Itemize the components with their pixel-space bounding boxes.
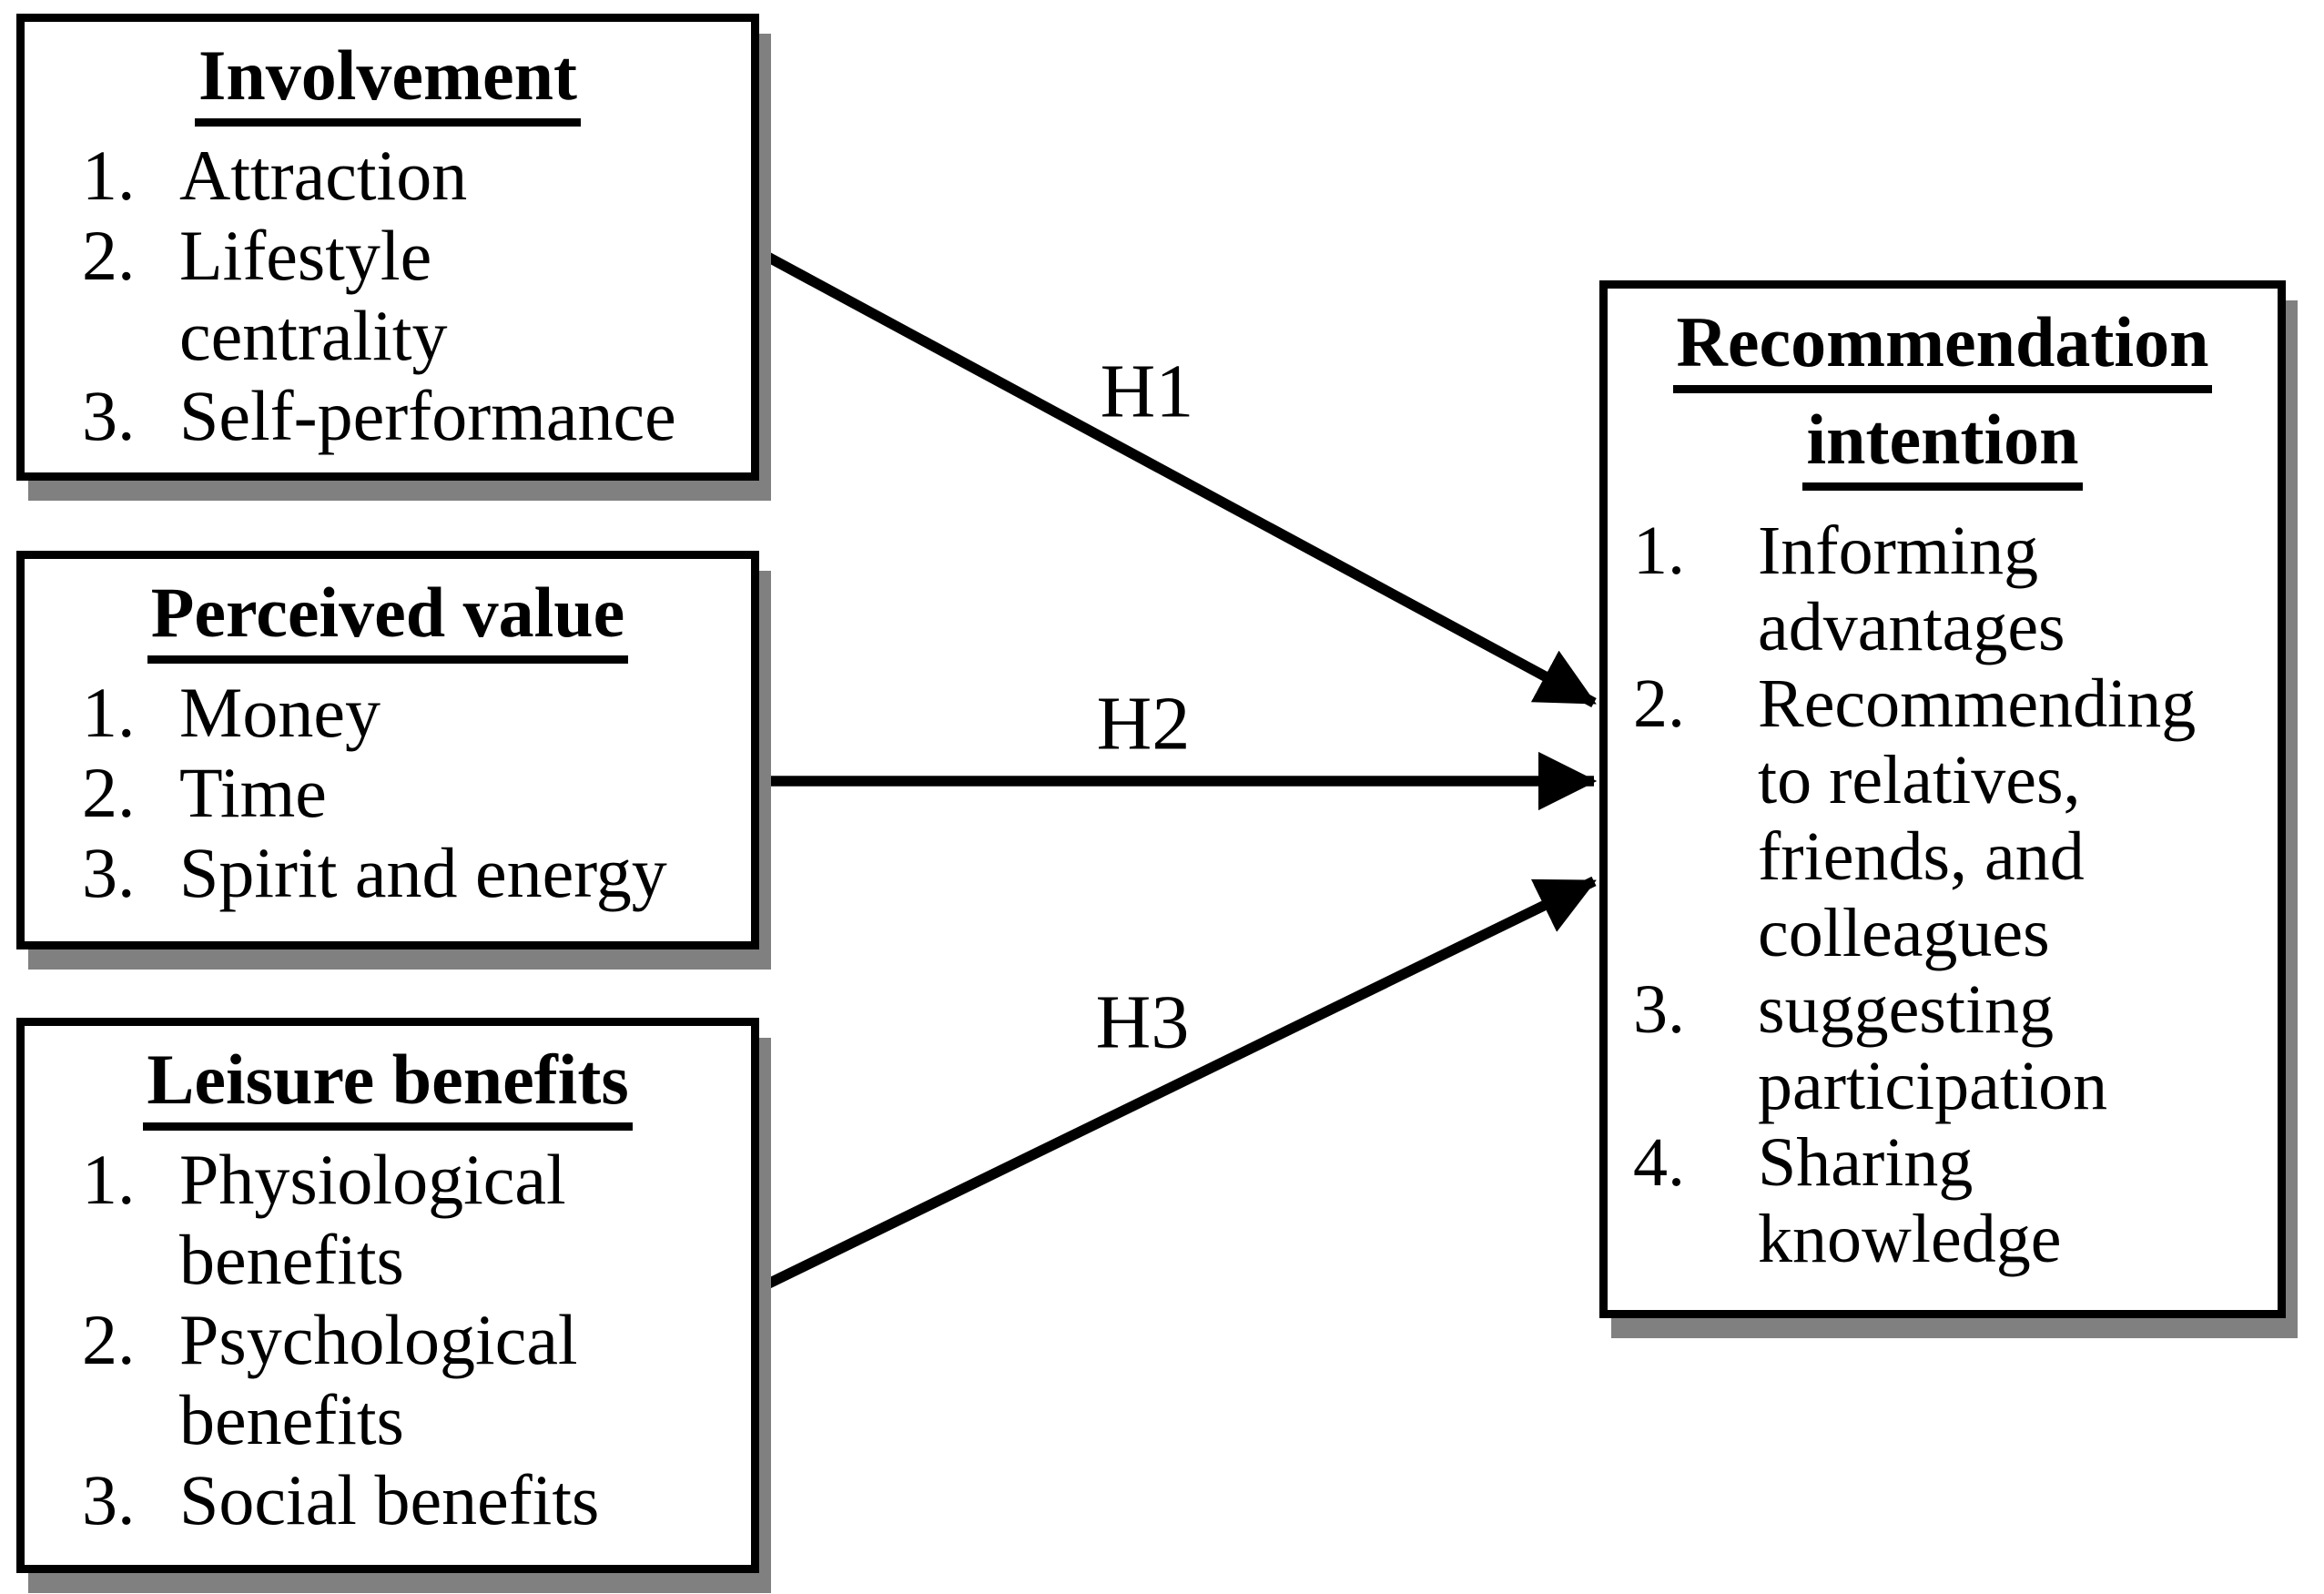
item-text: Sharing knowledge [1758,1124,2062,1277]
box-leisure-benefits-list: 1. Physiological benefits 2. Psychologic… [25,1140,751,1540]
item-text: Attraction [179,136,468,215]
box-perceived-value: Perceived value 1. Money 2. Time 3. Spir… [16,551,759,949]
box-involvement-list: 1. Attraction 2. Lifestyle centrality 3.… [25,136,751,456]
arrow-label-h2: H2 [1096,681,1191,767]
item-number: 2. [1633,665,1685,742]
list-item: 2. Recommending to relatives, friends, a… [1608,665,2278,971]
item-number: 3. [82,376,136,455]
item-number: 1. [82,136,136,215]
list-item: 1. Attraction [25,136,751,216]
arrow-h3 [755,876,1597,1294]
list-item: 3. Self-performance [25,376,751,456]
item-number: 2. [82,753,136,832]
item-number: 1. [1633,513,1685,589]
item-text: Physiological benefits [179,1140,566,1299]
item-number: 3. [82,1460,136,1539]
arrow-label-h1: H1 [1100,349,1194,434]
box-leisure-benefits: Leisure benefits 1. Physiological benefi… [16,1018,759,1573]
box-recommendation-title-line2: intention [1608,399,2278,491]
item-text: Money [179,673,381,752]
arrow-h1 [755,246,1597,708]
box-involvement-title: Involvement [25,35,751,127]
list-item: 4. Sharing knowledge [1608,1124,2278,1277]
item-number: 3. [82,833,136,912]
item-text: Psychological benefits [179,1300,578,1459]
item-text: Self-performance [179,376,676,455]
list-item: 3. suggesting participation [1608,971,2278,1124]
box-recommendation-intention: Recommendation intention 1. Informing ad… [1599,280,2286,1318]
box-involvement: Involvement 1. Attraction 2. Lifestyle c… [16,14,759,481]
item-text: Informing advantages [1758,513,2065,665]
item-text: Social benefits [179,1460,600,1539]
item-number: 1. [82,1140,136,1219]
box-recommendation-title-line1: Recommendation [1608,301,2278,393]
list-item: 2. Lifestyle centrality [25,216,751,376]
box-leisure-benefits-title: Leisure benefits [25,1039,751,1131]
item-text: Spirit and energy [179,833,667,912]
list-item: 3. Spirit and energy [25,833,751,913]
list-item: 2. Time [25,753,751,833]
item-text: Time [179,753,327,832]
item-text: Recommending to relatives, friends, and … [1758,665,2197,971]
list-item: 1. Informing advantages [1608,513,2278,665]
list-item: 3. Social benefits [25,1460,751,1540]
item-text: suggesting participation [1758,971,2108,1124]
list-item: 1. Physiological benefits [25,1140,751,1300]
arrow-label-h3: H3 [1095,980,1190,1065]
item-number: 2. [82,1300,136,1379]
item-number: 1. [82,673,136,752]
item-number: 3. [1633,971,1685,1048]
box-perceived-value-list: 1. Money 2. Time 3. Spirit and energy [25,673,751,913]
item-text: Lifestyle centrality [179,216,448,375]
item-number: 2. [82,216,136,295]
list-item: 1. Money [25,673,751,753]
box-recommendation-list: 1. Informing advantages 2. Recommending … [1608,513,2278,1277]
list-item: 2. Psychological benefits [25,1300,751,1460]
box-perceived-value-title: Perceived value [25,572,751,664]
item-number: 4. [1633,1124,1685,1201]
